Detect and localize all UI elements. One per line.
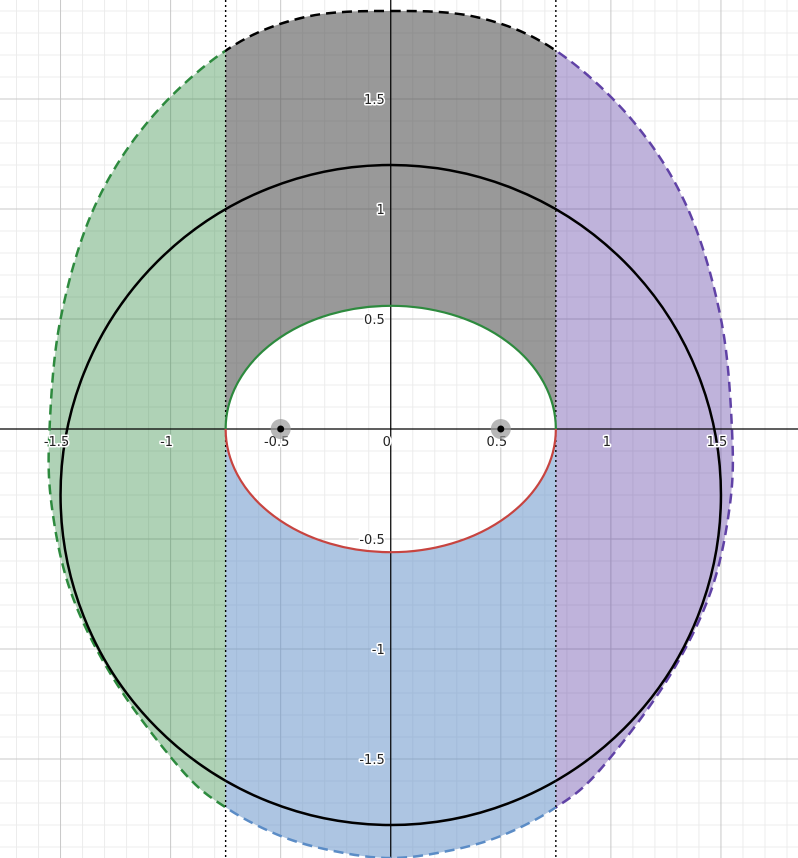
x-tick-label: 1.5 [707, 435, 728, 450]
inner-ellipse-lower [224, 428, 557, 554]
x-tick-label: -1.5 [44, 435, 69, 450]
x-tick-label: 1 [603, 435, 611, 450]
x-tick-label: 0 [383, 435, 391, 450]
y-tick-label: 1 [376, 203, 384, 218]
x-tick-label: -1 [160, 435, 173, 450]
y-tick-label: -0.5 [359, 533, 384, 548]
black-circle [59, 163, 723, 827]
marked-points [270, 419, 511, 439]
curves [47, 0, 735, 858]
outer-boundary-right [555, 49, 735, 809]
point-marker [497, 425, 505, 433]
inner-ellipse-upper [224, 304, 557, 430]
y-tick-label: -1 [372, 643, 385, 658]
y-tick-label: 0.5 [364, 313, 385, 328]
point-marker [277, 425, 285, 433]
y-tick-label: -1.5 [359, 753, 384, 768]
y-tick-label: 1.5 [364, 93, 385, 108]
